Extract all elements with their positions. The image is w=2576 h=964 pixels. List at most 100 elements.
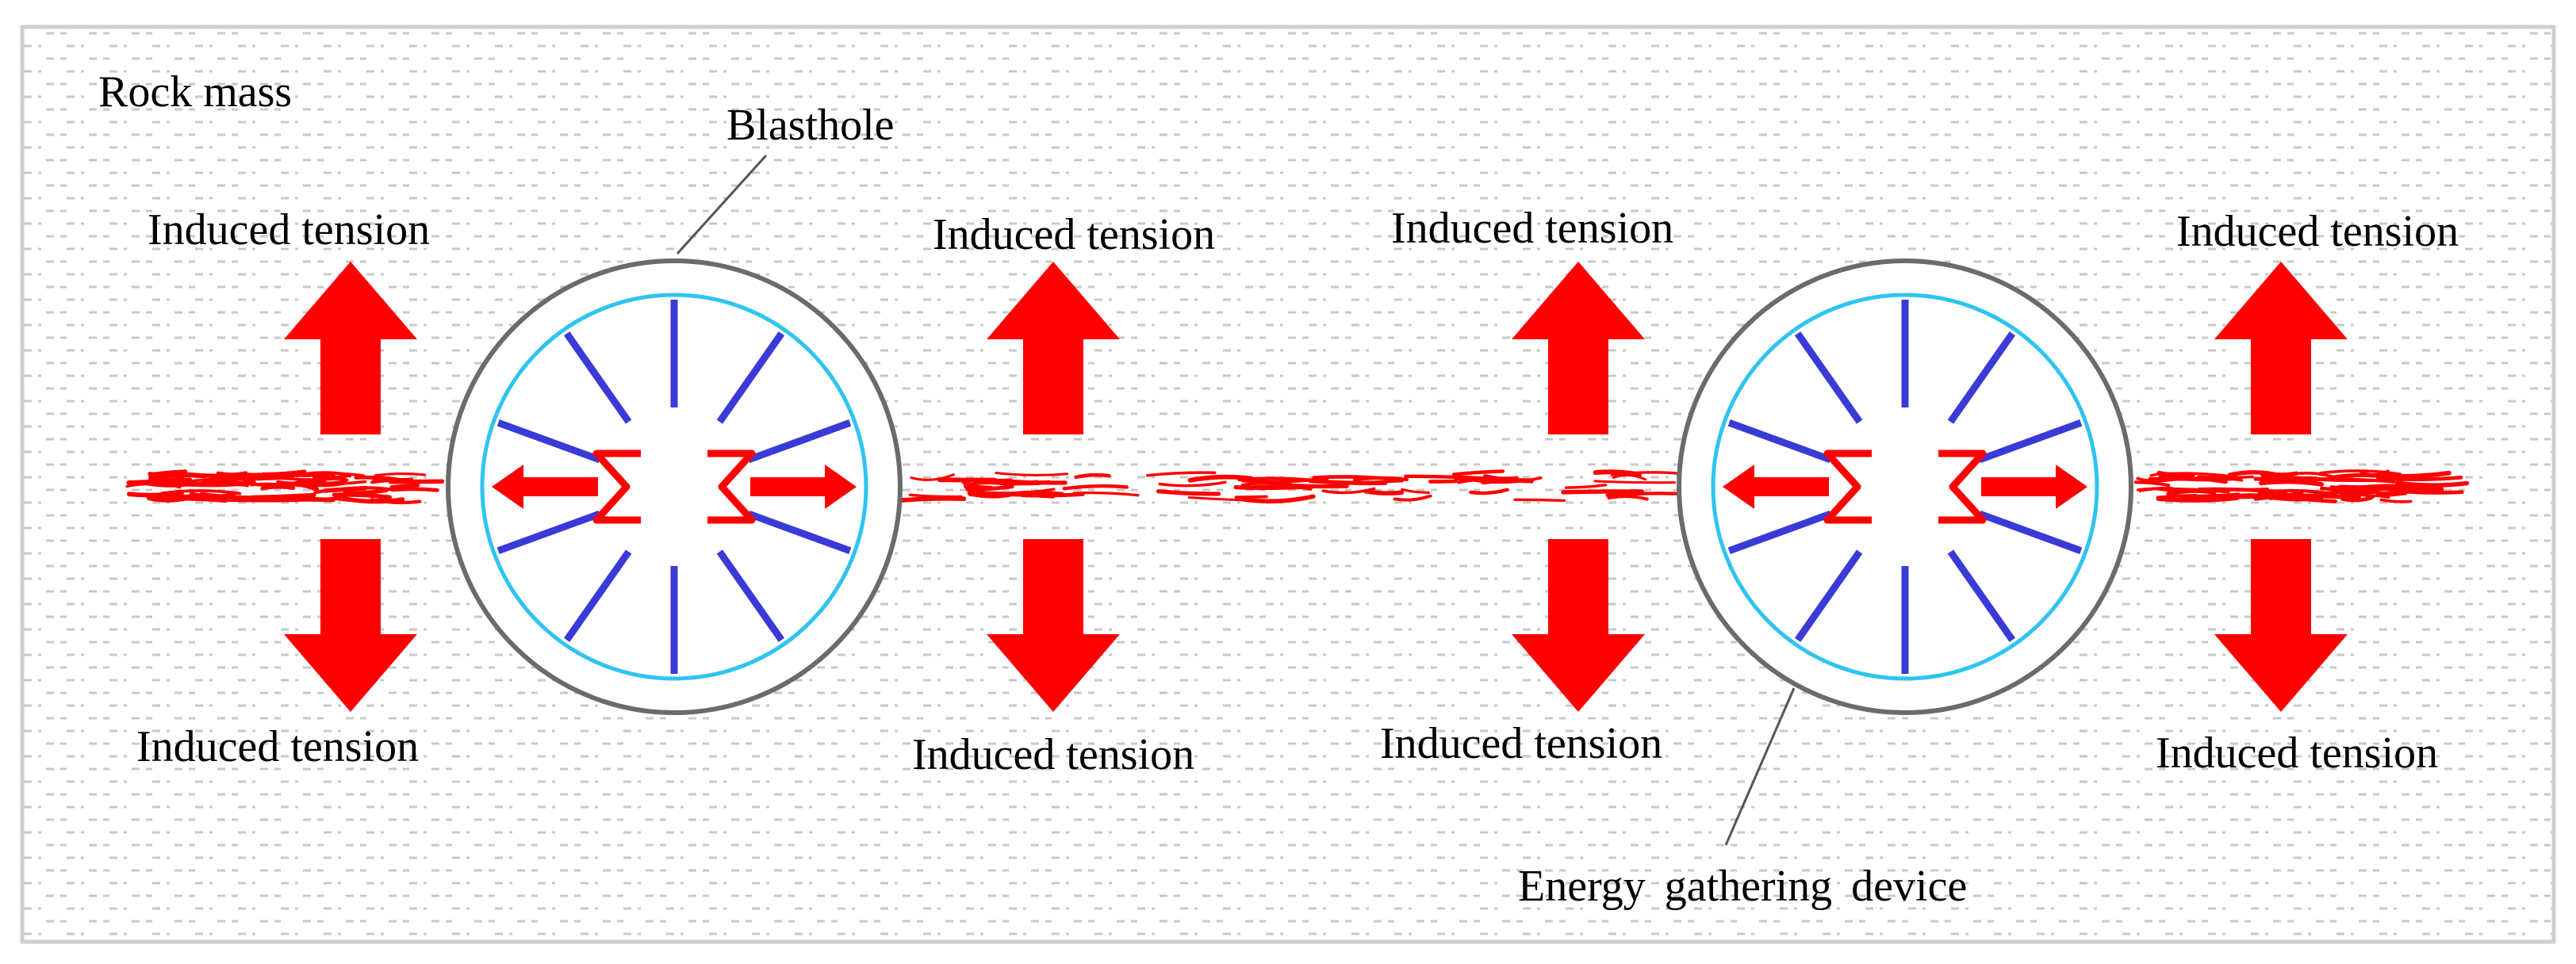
crack-stroke bbox=[1401, 488, 1430, 494]
double-sided-arrow-icon bbox=[1981, 465, 2087, 509]
crack-stroke bbox=[332, 492, 392, 499]
crack-stroke bbox=[1072, 491, 1140, 497]
crack-stroke bbox=[252, 473, 311, 479]
jet-left-hole-left bbox=[492, 449, 641, 524]
crack-stroke bbox=[189, 492, 236, 498]
energy-gathering-device-ring bbox=[480, 293, 868, 681]
crack-stroke bbox=[1240, 494, 1316, 504]
device-spoke bbox=[563, 549, 632, 642]
crack-stroke bbox=[313, 488, 342, 495]
device-spoke bbox=[716, 549, 785, 642]
crack-stroke bbox=[148, 476, 186, 483]
blasthole-right bbox=[1677, 258, 2133, 715]
crack-stroke bbox=[1404, 474, 1485, 480]
induced-tension-label: Induced tension bbox=[2156, 729, 2438, 778]
crack-stroke bbox=[2379, 498, 2413, 503]
down-arrow-icon bbox=[284, 539, 417, 712]
crack-stroke bbox=[995, 471, 1069, 476]
device-spoke bbox=[1794, 331, 1863, 424]
energy-gathering-device-label: Energy gathering device bbox=[1518, 862, 1967, 911]
crack-stroke bbox=[2179, 492, 2241, 499]
crack-stroke bbox=[1393, 494, 1432, 502]
crack-stroke bbox=[2289, 471, 2334, 479]
crack-stroke bbox=[1187, 474, 1254, 483]
device-spoke bbox=[1947, 549, 2016, 642]
crack-stroke bbox=[333, 497, 389, 503]
device-spokes bbox=[496, 300, 852, 674]
down-arrow-icon bbox=[987, 539, 1120, 712]
crack-stroke bbox=[1564, 483, 1608, 489]
crack-stroke bbox=[2168, 487, 2230, 494]
figure-frame bbox=[20, 25, 2556, 944]
crack-stroke bbox=[299, 481, 346, 488]
crack-zone bbox=[125, 469, 2470, 505]
blasthole-leader-line bbox=[676, 154, 768, 255]
crack-stroke bbox=[1473, 476, 1543, 484]
device-spoke bbox=[1978, 510, 2083, 554]
crack-stroke bbox=[1607, 495, 1649, 501]
crack-stroke bbox=[968, 492, 1055, 499]
crack-stroke bbox=[1457, 478, 1503, 484]
crack-stroke bbox=[2259, 479, 2325, 487]
induced-tension-arrows bbox=[284, 262, 2348, 712]
crack-stroke bbox=[125, 482, 182, 489]
blasthole-ring bbox=[446, 258, 903, 715]
crack-stroke bbox=[390, 487, 439, 492]
crack-stroke bbox=[2149, 472, 2188, 480]
crack-stroke bbox=[343, 488, 389, 495]
crack-stroke bbox=[2331, 472, 2405, 482]
crack-stroke bbox=[1469, 488, 1509, 495]
device-spoke bbox=[1794, 549, 1863, 642]
induced-tension-label: Induced tension bbox=[1391, 204, 1673, 253]
crack-stroke bbox=[2259, 488, 2337, 497]
crack-stroke bbox=[898, 495, 967, 503]
up-arrow-icon bbox=[2214, 262, 2348, 434]
device-spoke bbox=[1727, 419, 1832, 464]
device-spoke bbox=[747, 419, 852, 464]
blasthole-left bbox=[446, 258, 903, 715]
crack-stroke bbox=[2164, 476, 2241, 482]
jet-right-hole-right bbox=[1938, 449, 2087, 524]
up-arrow-icon bbox=[987, 262, 1120, 434]
crack-stroke bbox=[1062, 484, 1129, 491]
rock-mass-label: Rock mass bbox=[98, 67, 292, 117]
down-arrow-icon bbox=[1512, 539, 1645, 712]
device-spoke bbox=[496, 419, 601, 464]
crack-stroke bbox=[370, 477, 414, 484]
crack-stroke bbox=[2133, 480, 2171, 487]
crack-stroke bbox=[251, 492, 316, 500]
device-spoke bbox=[563, 331, 632, 424]
crack-stroke bbox=[1234, 495, 1268, 499]
crack-stroke bbox=[148, 469, 188, 476]
crack-stroke bbox=[2260, 473, 2318, 480]
device-spoke bbox=[496, 510, 601, 554]
crack-stroke bbox=[1593, 480, 1677, 484]
device-spokes bbox=[1727, 300, 2083, 674]
crack-stroke bbox=[999, 479, 1068, 485]
crack-stroke bbox=[171, 470, 253, 479]
crack-stroke bbox=[160, 489, 242, 495]
crack-stroke bbox=[2289, 492, 2362, 499]
up-arrow-icon bbox=[284, 262, 417, 434]
double-sided-arrow-icon bbox=[492, 465, 598, 509]
crack-stroke bbox=[127, 491, 184, 498]
device-spoke bbox=[716, 331, 785, 424]
crack-stroke bbox=[1074, 472, 1111, 480]
device-spoke bbox=[1978, 419, 2083, 464]
crack-stroke bbox=[2395, 480, 2470, 488]
crack-stroke bbox=[312, 475, 352, 479]
device-spoke bbox=[1727, 510, 1832, 554]
device-leader-line bbox=[1724, 687, 1796, 846]
crack-stroke bbox=[1451, 469, 1505, 476]
down-arrow-icon bbox=[2214, 539, 2348, 712]
induced-tension-label: Induced tension bbox=[148, 205, 430, 254]
energy-gathering-device-ring bbox=[1711, 293, 2099, 681]
device-spoke bbox=[1947, 331, 2016, 424]
crack-stroke bbox=[2138, 486, 2173, 492]
up-arrow-icon bbox=[1512, 262, 1645, 434]
crack-stroke bbox=[389, 483, 420, 490]
crack-stroke bbox=[1612, 473, 1646, 481]
crack-stroke bbox=[374, 472, 427, 477]
blasthole-ring bbox=[1677, 258, 2133, 715]
crack-stroke bbox=[2318, 469, 2402, 476]
